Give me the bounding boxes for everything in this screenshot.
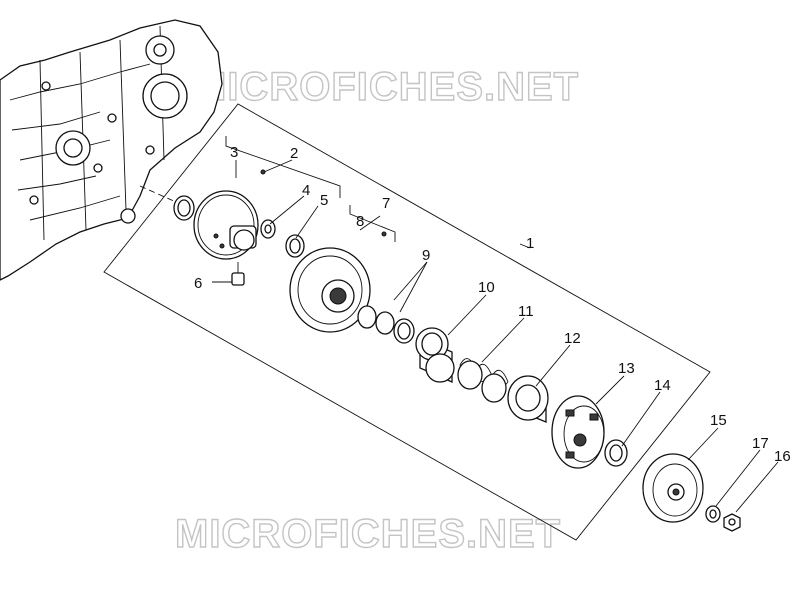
- part-9-rings: [357, 305, 415, 344]
- callout-13: 13: [618, 360, 635, 377]
- callout-labels: 1 2 3 4 5 6 7 8 9 10 11 12 13 14 15 16 1…: [194, 144, 791, 465]
- part-6-screw: [231, 262, 245, 286]
- callout-7: 7: [382, 195, 390, 212]
- callout-16: 16: [774, 448, 791, 465]
- callout-12: 12: [564, 330, 581, 347]
- part-8-movable-pulley: [289, 247, 371, 333]
- callout-11: 11: [518, 303, 534, 320]
- callout-10: 10: [478, 279, 495, 296]
- part-3-oil-seal: [173, 195, 195, 221]
- callout-1: 1: [526, 235, 534, 252]
- part-17-washer: [705, 505, 721, 523]
- callout-14: 14: [654, 377, 671, 394]
- part-10-sleeve: [415, 327, 455, 383]
- crankcase-housing: [0, 19, 223, 281]
- callout-8: 8: [356, 213, 364, 230]
- watermark-bottom: MICROFICHES.NET: [175, 512, 561, 556]
- part-5-washer: [285, 234, 305, 258]
- callout-9: 9: [422, 247, 430, 264]
- callout-4: 4: [302, 182, 310, 199]
- callout-17: 17: [752, 435, 769, 452]
- callout-5: 5: [320, 192, 328, 209]
- callout-15: 15: [710, 412, 727, 429]
- part-2-half-pulley: [193, 190, 259, 260]
- part-16-nut: [723, 513, 741, 532]
- assembly-frame: [103, 103, 711, 541]
- part-15-clutch-bell: [642, 453, 704, 523]
- part-13-clutch: [551, 395, 605, 469]
- part-14-washer: [604, 439, 628, 467]
- part-11-spring: [457, 358, 509, 403]
- watermark-top: MICROFICHES.NET: [193, 65, 579, 109]
- part-12-cup: [507, 375, 549, 423]
- leader-lines: [212, 159, 779, 513]
- callout-6: 6: [194, 275, 202, 292]
- callout-3: 3: [230, 144, 238, 161]
- callout-2: 2: [290, 145, 298, 162]
- part-4-bushing: [260, 219, 276, 239]
